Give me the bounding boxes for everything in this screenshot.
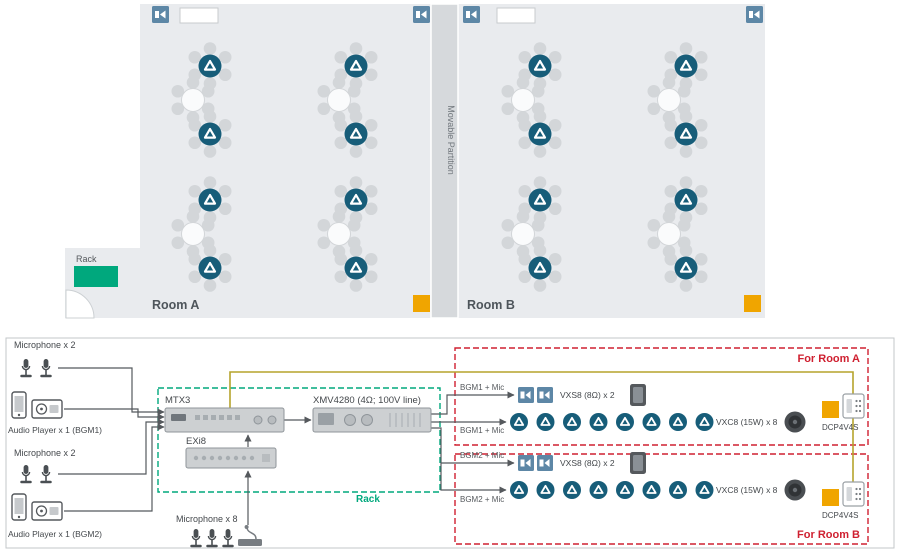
system-diagram: Microphone x 2 Audio Player x 1 (BGM1) M…: [5, 337, 895, 549]
room-a-vxs8-label: VXS8 (8Ω) x 2: [560, 390, 615, 400]
wire-mic2-to-mtx3: [58, 418, 165, 475]
mtx3-unit: [164, 407, 285, 433]
wall-speaker-icon: [518, 455, 534, 471]
vxc8-speaker-product-icon: [784, 411, 806, 433]
mic-pair-1-label: Microphone x 2: [14, 340, 76, 350]
room-b-dcp-label: DCP4V4S: [822, 511, 858, 520]
xmv4280-unit: [312, 407, 432, 433]
mtx3-label: MTX3: [165, 395, 190, 406]
for-room-a-label: For Room A: [797, 353, 860, 365]
ceiling-speaker-icon: [615, 412, 635, 432]
dcp-wall-panel-room-a: [413, 295, 430, 312]
wall-speaker-icon: [413, 6, 430, 23]
ceiling-speaker-icon: [641, 412, 662, 432]
mic-group-label: Microphone x 8: [176, 514, 238, 524]
ceiling-speaker-icon: [694, 412, 715, 432]
xmv-label: XMV4280 (4Ω; 100V line): [313, 395, 421, 406]
ceiling-speaker-icon: [509, 412, 529, 432]
vxc8-speaker-product-icon: [784, 479, 806, 501]
signal-lines: [58, 367, 515, 525]
movable-partition-label: Movable Partition: [446, 105, 456, 175]
system-diagram-border: [5, 337, 895, 549]
room-a-zone-box: [454, 347, 869, 446]
ceiling-speaker-icon: [562, 480, 582, 500]
audio-player-icon: [31, 399, 63, 419]
room-a-vxc8-label: VXC8 (15W) x 8: [716, 417, 778, 427]
wall-speaker-icon: [537, 455, 553, 471]
ceiling-speaker-icon: [668, 480, 688, 500]
mic-pair-2-label: Microphone x 2: [14, 448, 76, 458]
wire-mic1-to-mtx3: [58, 367, 165, 416]
ceiling-speaker-icon: [668, 412, 688, 432]
smartphone-icon: [11, 391, 27, 419]
dcp-control-line: [229, 371, 854, 482]
exi8-label: EXi8: [186, 436, 206, 447]
rack-floor-label: Rack: [76, 254, 97, 264]
door-swing-arc: [65, 289, 95, 319]
vxs8-speaker-product-icon: [630, 384, 646, 406]
vxs8-speaker-product-icon: [630, 452, 646, 474]
dcp-controller-icon: [842, 481, 865, 507]
room-a-feed-bottom-label: BGM1 + Mic: [460, 426, 504, 435]
smartphone-icon: [11, 493, 27, 521]
screen: [179, 7, 219, 24]
room-a-label: Room A: [152, 298, 199, 312]
audio-player-icon: [31, 501, 63, 521]
for-room-b-label: For Room B: [797, 529, 860, 541]
ceiling-speaker-icon: [694, 480, 715, 500]
wire-bgm2-to-mtx3: [64, 423, 165, 512]
wall-speaker-icon: [518, 387, 534, 403]
audio-player-1-label: Audio Player x 1 (BGM1): [8, 425, 102, 435]
ceiling-speaker-icon: [588, 412, 609, 432]
wall-speaker-icon: [537, 387, 553, 403]
wall-speaker-icon: [463, 6, 480, 23]
wall-speaker-icon: [152, 6, 169, 23]
ceiling-speaker-icon: [535, 480, 556, 500]
room-b-feed-bottom-label: BGM2 + Mic: [460, 495, 504, 504]
rack-zone-label: Rack: [356, 494, 380, 505]
screen: [496, 7, 536, 24]
ceiling-speaker-icon: [509, 480, 529, 500]
rack-zone-box: [157, 387, 441, 493]
room-b-feed-top-label: BGM2 + Mic: [460, 451, 504, 460]
room-a-feed-top-label: BGM1 + Mic: [460, 383, 504, 392]
wall-speaker-icon: [746, 6, 763, 23]
audio-player-2-label: Audio Player x 1 (BGM2): [8, 529, 102, 539]
wire-amp-to-vxc8-b: [431, 427, 507, 494]
dcp-orange-panel: [822, 489, 839, 506]
dcp-orange-panel: [822, 401, 839, 418]
rack-block: [74, 266, 118, 287]
room-b-vxc8-label: VXC8 (15W) x 8: [716, 485, 778, 495]
dcp-wall-panel-room-b: [744, 295, 761, 312]
exi8-unit: [185, 447, 277, 469]
ceiling-speaker-icon: [588, 480, 609, 500]
movable-partition: [430, 3, 459, 319]
wire-amp-to-vxs8-a: [431, 391, 515, 415]
wire-bgm1-to-mtx3: [64, 408, 165, 421]
room-b-vxs8-label: VXS8 (8Ω) x 2: [560, 458, 615, 468]
room-b-label: Room B: [467, 298, 515, 312]
floorplan: Movable Partition Rack: [65, 3, 765, 319]
ceiling-speaker-icon: [641, 480, 662, 500]
dcp-controller-icon: [842, 393, 865, 419]
room-a-dcp-label: DCP4V4S: [822, 423, 858, 432]
ceiling-speaker-icon: [615, 480, 635, 500]
ceiling-speaker-icon: [535, 412, 556, 432]
ceiling-speaker-icon: [562, 412, 582, 432]
